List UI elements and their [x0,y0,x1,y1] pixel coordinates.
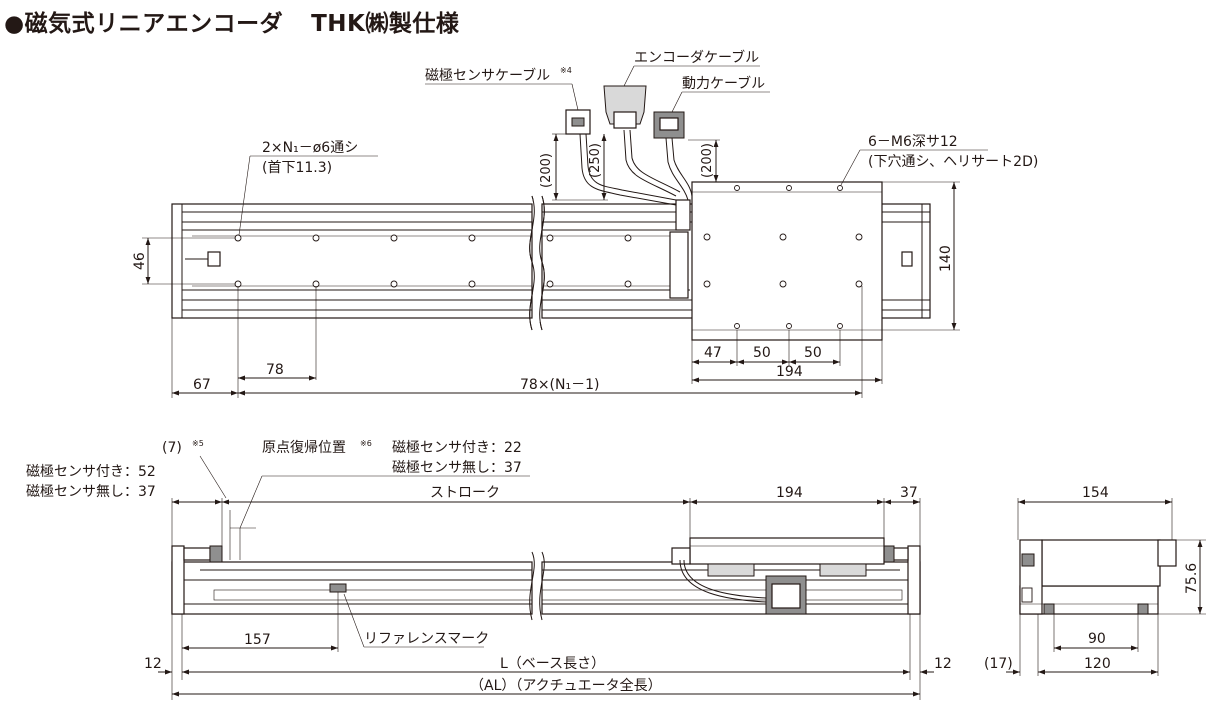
dim-200-left: (200) [539,153,554,188]
label-with-sensor-right: 磁極センサ付き：22 [392,440,522,456]
label-reference-mark: リファレンスマーク [364,631,489,647]
label-through-holes: 2×N₁－ø6通シ [262,140,358,156]
title-maker: THK㈱製仕様 [311,11,460,37]
label-note-5: ※5 [192,439,204,448]
dim-12-left: 12 [144,656,162,672]
end-base [1019,585,1159,615]
dim-90: 90 [1088,631,1106,647]
label-tapped-holes-sub: (下穴通シ、ヘリサート2D) [868,154,1038,170]
dim-50b: 50 [804,345,822,361]
top-slider-table [691,181,883,341]
dim-46: 46 [132,252,148,270]
label-note-4: ※4 [560,66,572,75]
title-main: ●磁気式リニアエンコーダ [4,11,284,37]
dim-7: (7) [162,440,182,456]
dim-75-6: 75.6 [1184,563,1200,594]
dim-pitch: 78×(N₁－1) [520,377,599,393]
label-tapped-holes: 6－M6深サ12 [868,134,958,150]
dim-140: 140 [938,245,954,272]
side-slider-table [689,537,885,565]
label-without-sensor-left: 磁極センサ無し：37 [26,484,156,500]
dim-12-right: 12 [934,656,952,672]
top-base-left [171,203,533,319]
end-view: 154 75.6 90 (17) 120 [984,485,1206,676]
label-cable-magnetic-sensor: 磁極センサケーブル [425,67,550,84]
label-without-sensor-right: 磁極センサ無し：37 [392,460,522,476]
label-with-sensor-left: 磁極センサ付き：52 [26,464,156,480]
label-overall-length: （AL）（アクチュエータ全長） [470,677,662,694]
dim-78: 78 [266,362,284,378]
dim-194-top: 194 [776,364,803,380]
dim-67: 67 [193,377,211,393]
label-origin-return: 原点復帰位置 [262,439,346,456]
dim-154: 154 [1082,485,1109,501]
label-cable-power: 動力ケーブル [682,75,765,92]
top-through-holes [234,234,632,288]
page-title: ●磁気式リニアエンコーダ THK㈱製仕様 [4,4,459,38]
top-tapped-holes [703,185,863,329]
label-stroke: ストローク [430,485,500,501]
dim-47: 47 [704,345,722,361]
label-counterbore: (首下11.3) [262,160,332,176]
dim-200-right: (200) [700,143,715,178]
dim-50a: 50 [753,345,771,361]
dim-37: 37 [900,485,918,501]
side-base-left [171,561,533,615]
dim-120: 120 [1084,656,1111,672]
label-cable-encoder: エンコーダケーブル [634,49,759,66]
dim-157: 157 [244,632,271,648]
label-base-length: L（ベース長さ） [500,656,605,672]
label-note-6: ※6 [360,439,372,448]
dim-194-side: 194 [776,485,803,501]
dim-17: (17) [984,656,1013,672]
dim-250: (250) [588,143,603,178]
top-view: (200) (250) (200) 磁極センサケーブル ※4 エンコーダケーブル… [132,49,1038,398]
side-view: (7) ※5 磁極センサ付き：52 磁極センサ無し：37 原点復帰位置 ※6 磁… [26,439,952,700]
